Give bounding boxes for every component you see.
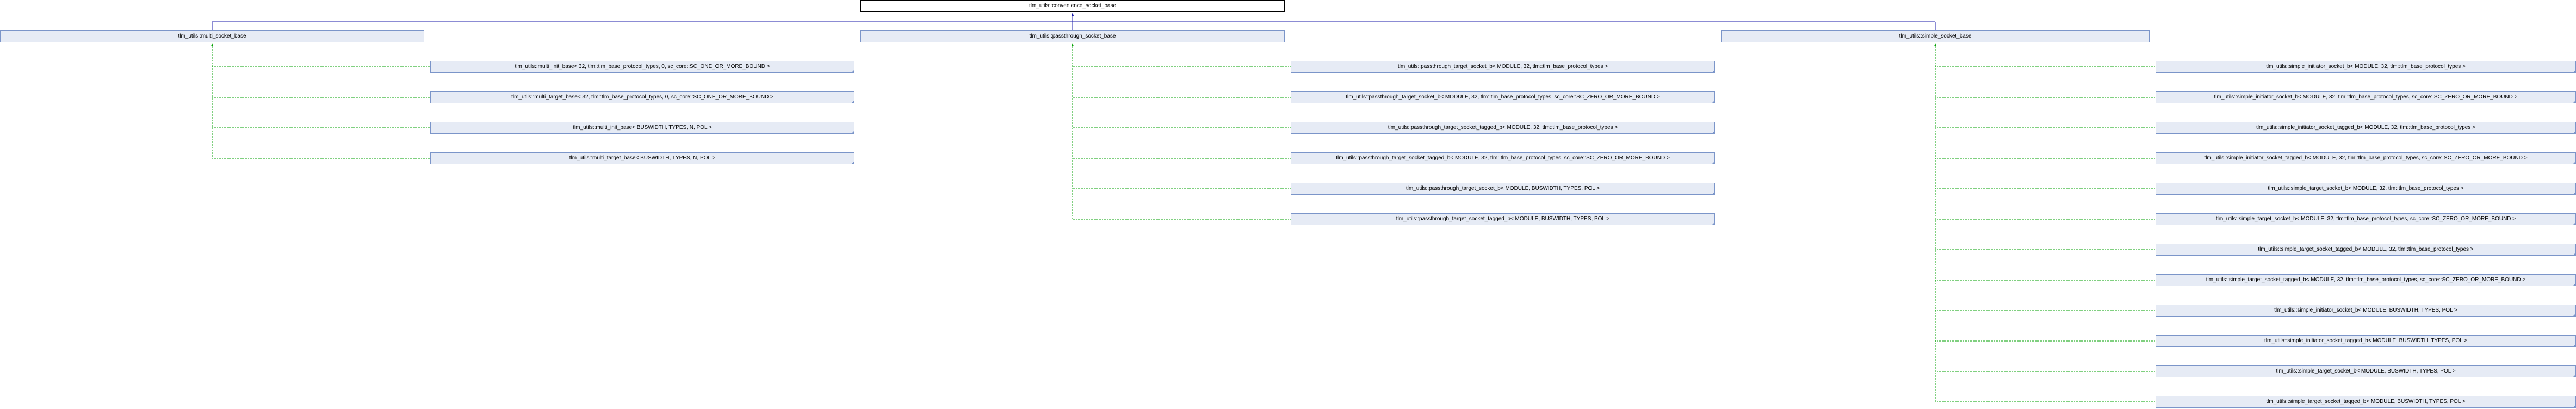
- class-node-base[interactable]: tlm_utils::passthrough_socket_base: [860, 30, 1285, 42]
- class-node-base[interactable]: tlm_utils::multi_socket_base: [0, 30, 424, 42]
- class-node-derived[interactable]: tlm_utils::simple_initiator_socket_b< MO…: [2156, 91, 2576, 103]
- arrow-head-icon: [211, 43, 213, 46]
- class-node-derived[interactable]: tlm_utils::simple_initiator_socket_tagge…: [2156, 122, 2576, 134]
- class-node-derived[interactable]: tlm_utils::passthrough_target_socket_b< …: [1291, 91, 1715, 103]
- class-node-root[interactable]: tlm_utils::convenience_socket_base: [860, 0, 1285, 12]
- class-node-derived[interactable]: tlm_utils::simple_target_socket_tagged_b…: [2156, 244, 2576, 256]
- class-node-derived[interactable]: tlm_utils::simple_initiator_socket_tagge…: [2156, 152, 2576, 164]
- class-node-derived[interactable]: tlm_utils::passthrough_target_socket_tag…: [1291, 152, 1715, 164]
- class-node-derived[interactable]: tlm_utils::simple_initiator_socket_b< MO…: [2156, 305, 2576, 317]
- class-node-derived[interactable]: tlm_utils::simple_target_socket_tagged_b…: [2156, 396, 2576, 408]
- class-node-derived[interactable]: tlm_utils::simple_target_socket_b< MODUL…: [2156, 365, 2576, 377]
- class-node-derived[interactable]: tlm_utils::passthrough_target_socket_b< …: [1291, 183, 1715, 195]
- class-node-derived[interactable]: tlm_utils::simple_target_socket_tagged_b…: [2156, 274, 2576, 286]
- class-node-derived[interactable]: tlm_utils::passthrough_target_socket_tag…: [1291, 122, 1715, 134]
- class-node-derived[interactable]: tlm_utils::multi_init_base< BUSWIDTH, TY…: [430, 122, 854, 134]
- class-node-derived[interactable]: tlm_utils::multi_init_base< 32, tlm::tlm…: [430, 61, 854, 73]
- class-node-derived[interactable]: tlm_utils::simple_target_socket_b< MODUL…: [2156, 213, 2576, 225]
- class-node-base[interactable]: tlm_utils::simple_socket_base: [1721, 30, 2150, 42]
- arrow-head-icon: [1072, 13, 1074, 16]
- class-node-derived[interactable]: tlm_utils::passthrough_target_socket_tag…: [1291, 213, 1715, 225]
- arrow-head-icon: [1072, 43, 1074, 46]
- class-node-derived[interactable]: tlm_utils::multi_target_base< 32, tlm::t…: [430, 91, 854, 103]
- class-node-derived[interactable]: tlm_utils::passthrough_target_socket_b< …: [1291, 61, 1715, 73]
- arrow-head-icon: [1934, 43, 1936, 46]
- class-node-derived[interactable]: tlm_utils::simple_initiator_socket_tagge…: [2156, 335, 2576, 347]
- class-node-derived[interactable]: tlm_utils::multi_target_base< BUSWIDTH, …: [430, 152, 854, 164]
- class-node-derived[interactable]: tlm_utils::simple_target_socket_b< MODUL…: [2156, 183, 2576, 195]
- class-node-derived[interactable]: tlm_utils::simple_initiator_socket_b< MO…: [2156, 61, 2576, 73]
